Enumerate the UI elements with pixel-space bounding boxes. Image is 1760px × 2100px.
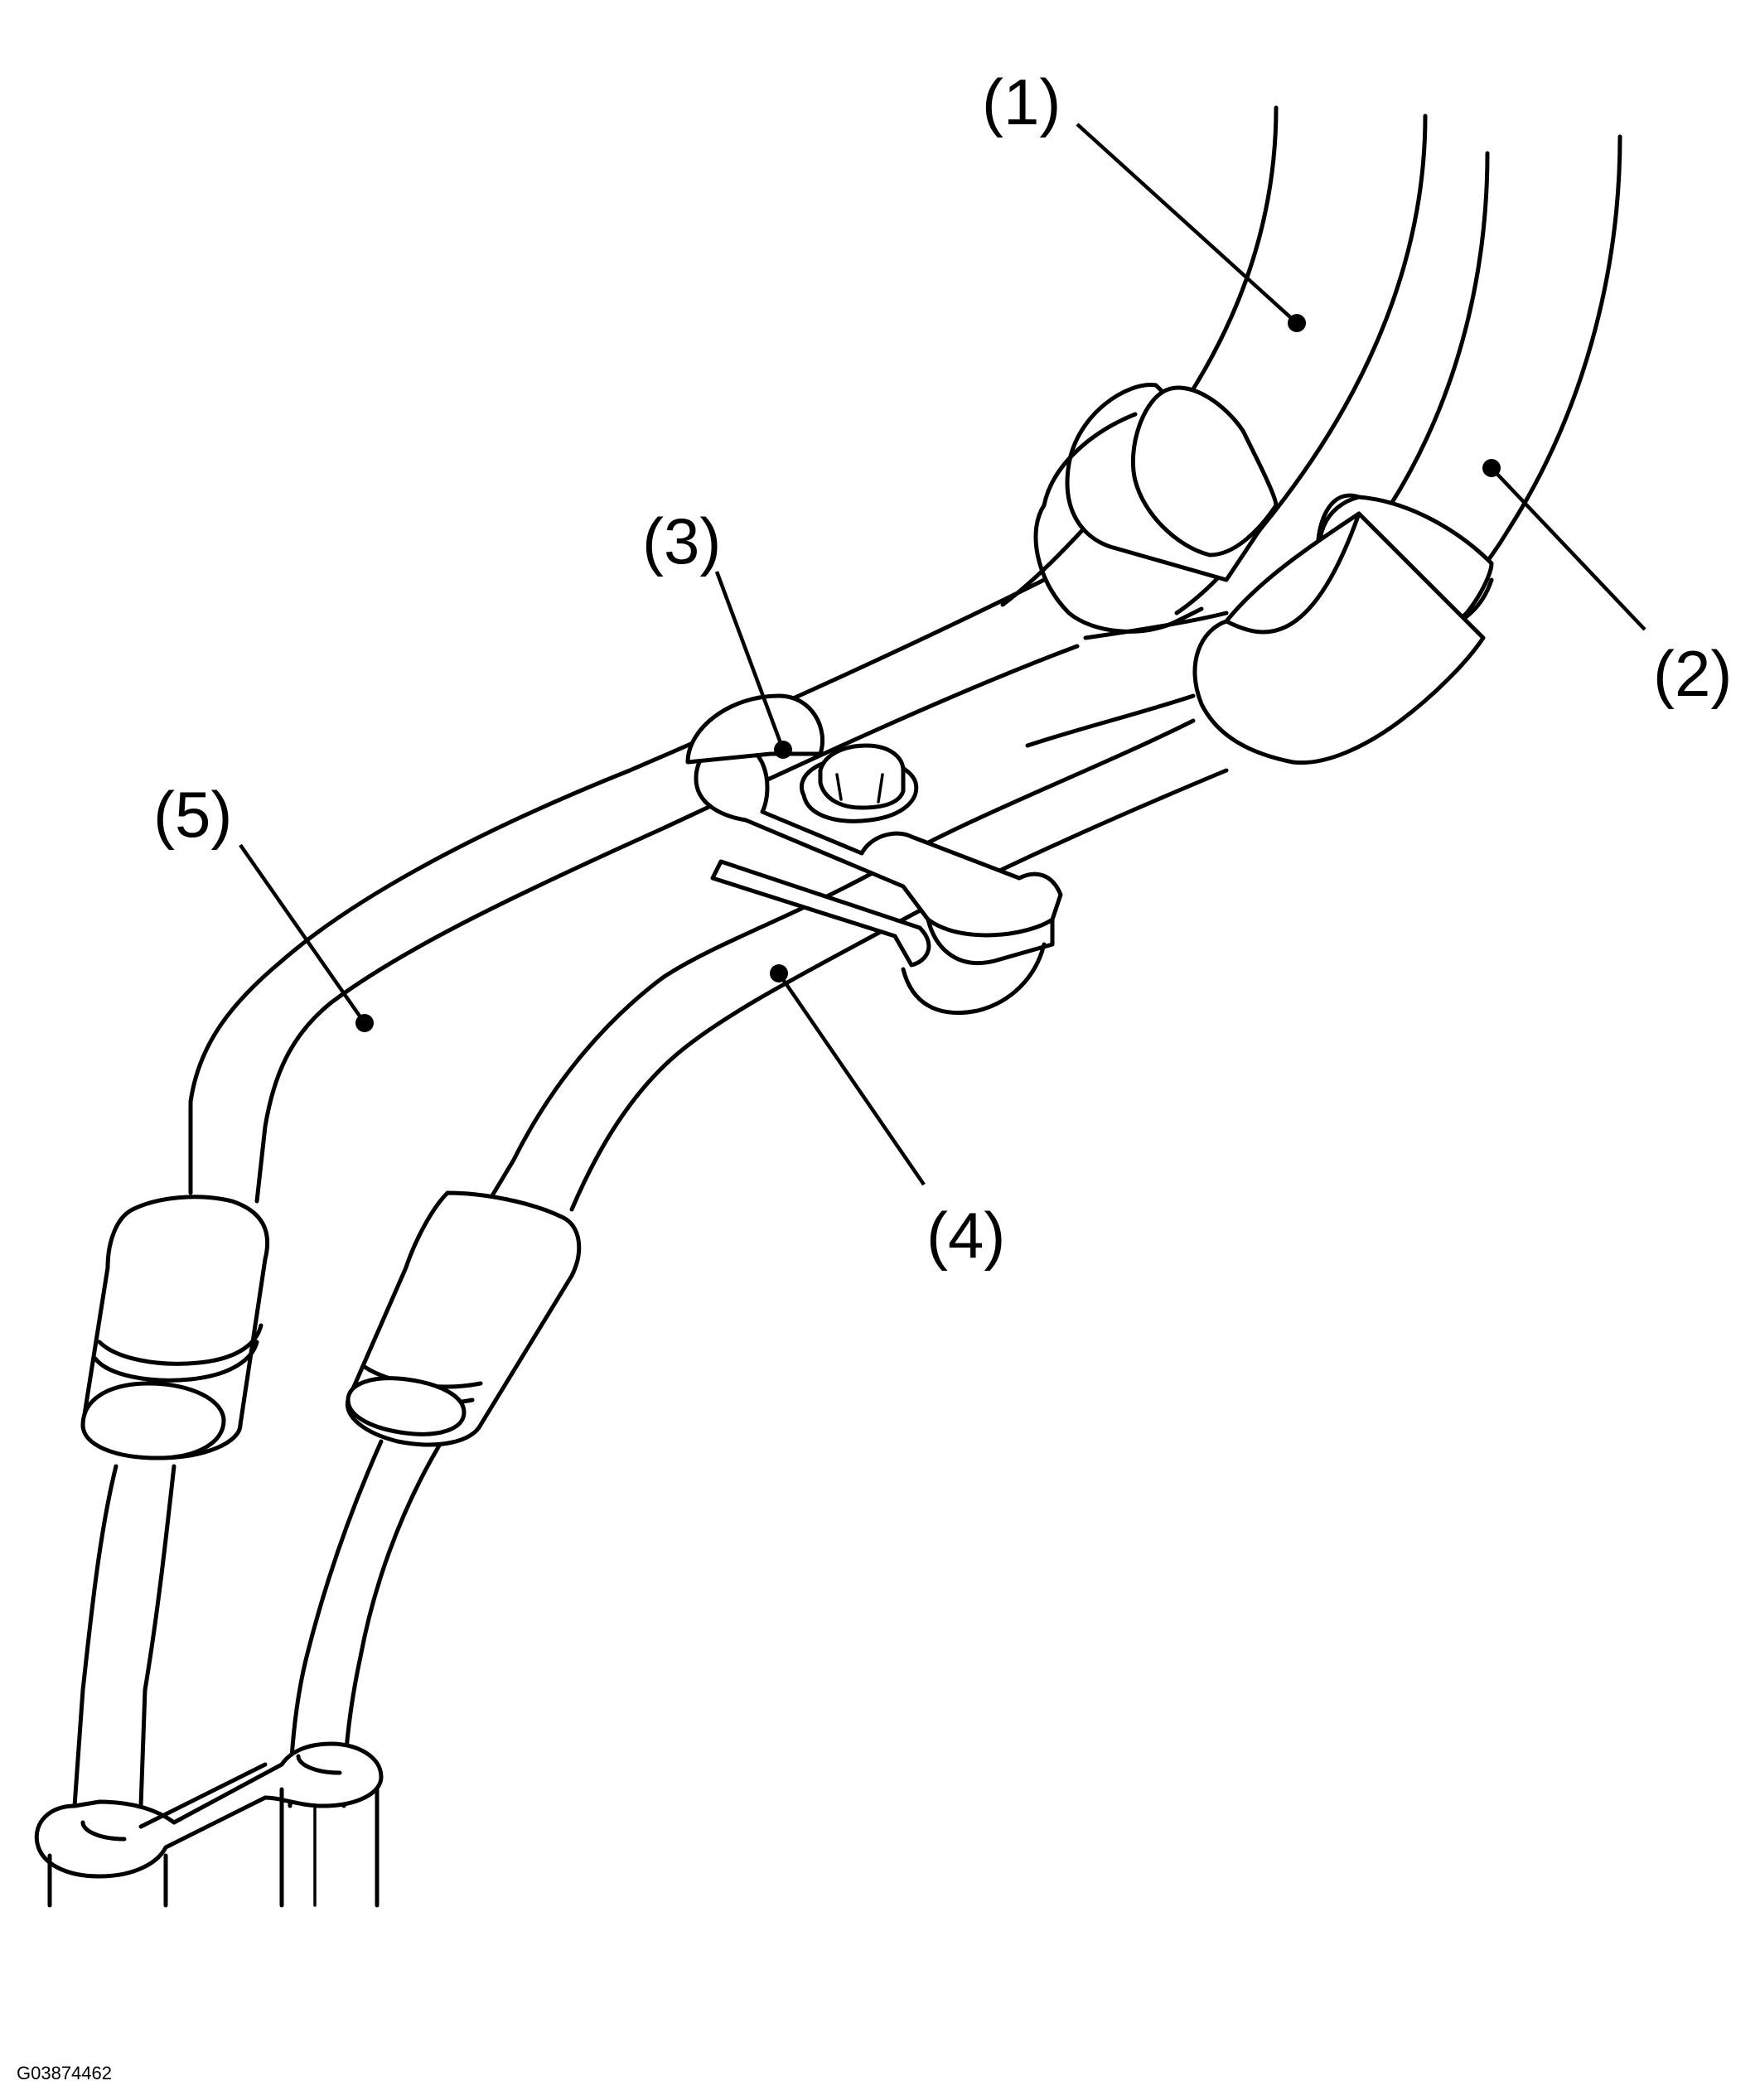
hose-1	[1000, 105, 1428, 634]
leader-line-5	[239, 843, 374, 1032]
hose-2	[1192, 134, 1622, 765]
callout-5: (5)	[153, 778, 232, 851]
callout-2: (2)	[1653, 637, 1732, 710]
callout-1: (1)	[982, 65, 1061, 138]
leader-line-3	[714, 571, 792, 759]
leader-line-4	[770, 964, 926, 1186]
pipe-5	[188, 577, 1229, 1204]
pipe-4	[486, 693, 1229, 1212]
leader-line-1	[1076, 123, 1306, 332]
lower-fitting-right	[288, 1190, 582, 1808]
leader-line-2	[1482, 459, 1646, 631]
callout-3: (3)	[642, 504, 721, 577]
figure-id: G03874462	[17, 2063, 112, 2083]
lower-fitting-left	[72, 1195, 270, 1808]
clamp-3	[685, 693, 1063, 1016]
callout-4: (4)	[926, 1199, 1005, 1272]
bottom-bracket	[34, 1741, 384, 1908]
